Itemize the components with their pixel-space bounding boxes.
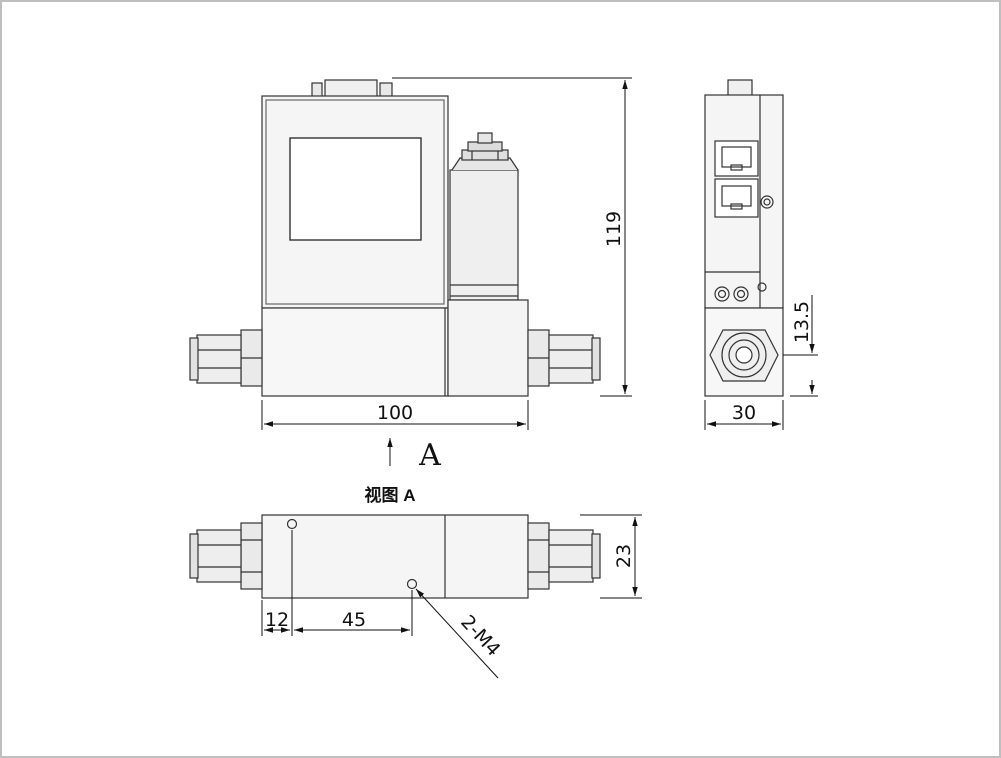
hole-callout: 2-M4 — [456, 611, 504, 661]
view-arrow-label: A — [418, 438, 441, 473]
dim-hole-spacing: 45 — [342, 609, 366, 631]
bottom-dimensions — [261, 514, 642, 679]
valve-column — [449, 169, 519, 301]
front-dimensions — [261, 77, 632, 466]
base-block — [261, 307, 449, 397]
dim-side-width: 30 — [732, 402, 756, 424]
mount-hole-2 — [406, 578, 418, 590]
dim-bottom-height: 23 — [613, 544, 635, 568]
bottom-view-title: 视图 A — [365, 485, 416, 505]
bottom-view — [189, 514, 601, 599]
mount-hole-1 — [286, 518, 298, 530]
dim-front-height: 119 — [603, 211, 625, 247]
display-window — [289, 137, 422, 241]
side-dimensions — [704, 295, 818, 430]
front-view — [189, 79, 601, 397]
side-view — [704, 79, 784, 397]
dim-front-width: 100 — [377, 402, 413, 424]
dim-port-height: 13.5 — [791, 301, 813, 343]
dim-hole-offset: 12 — [265, 609, 289, 631]
